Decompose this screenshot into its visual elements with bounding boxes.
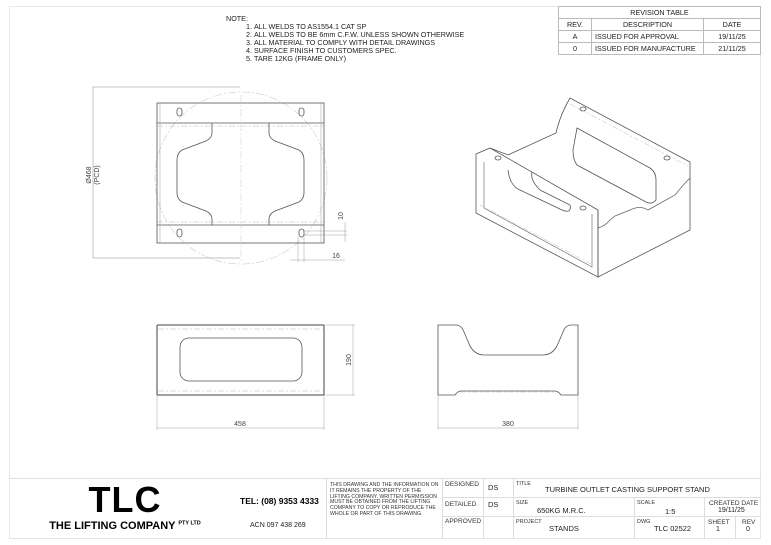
dwg-value: TLC 02522	[654, 524, 692, 533]
dwg-label: DWG	[637, 519, 651, 525]
drawing-frame	[9, 6, 761, 539]
note-item: ALL WELDS TO BE 6mm C.F.W. UNLESS SHOWN …	[254, 31, 464, 39]
project-label: PROJECT	[516, 519, 542, 525]
size-label: SIZE	[516, 500, 529, 506]
pcd-dimension: Ø468	[86, 166, 93, 183]
side-width-dimension: 380	[502, 421, 514, 428]
front-view	[156, 324, 355, 430]
created-date-value: 19/11/25	[718, 507, 745, 514]
revision-row: 0 ISSUED FOR MANUFACTURE 21/11/25	[558, 42, 761, 55]
note-item: SURFACE FINISH TO CUSTOMERS SPEC.	[254, 47, 464, 55]
note-item: ALL MATERIAL TO COMPLY WITH DETAIL DRAWI…	[254, 39, 464, 47]
note-item: ALL WELDS TO AS1554.1 CAT SP	[254, 23, 464, 31]
title-block	[9, 478, 761, 540]
note-item: TARE 12KG (FRAME ONLY)	[254, 55, 464, 63]
front-height-dimension: 190	[346, 354, 353, 366]
isometric-view	[475, 97, 691, 278]
company-logo: TLC THE LIFTING COMPANY PTY LTD	[20, 479, 230, 533]
sheet-label: SHEET	[708, 519, 730, 526]
scale-value: 1:5	[665, 507, 676, 516]
date-cell: 21/11/25	[703, 42, 761, 55]
disclaimer: THIS DRAWING AND THE INFORMATION ON IT R…	[330, 482, 439, 517]
designed-label: DESIGNED	[445, 481, 479, 488]
detailed-label: DETAILED	[445, 501, 477, 508]
project-value: STANDS	[549, 524, 579, 533]
revision-table: REVISION TABLE REV. DESCRIPTION DATE A I…	[558, 6, 761, 55]
title-value: TURBINE OUTLET CASTING SUPPORT STAND	[545, 485, 710, 494]
size-value: 650KG M.R.C.	[537, 506, 586, 515]
designed-value: DS	[488, 483, 499, 492]
side-view	[437, 324, 579, 430]
notes-header: NOTE:	[226, 14, 248, 23]
company-name: THE LIFTING COMPANY PTY LTD	[49, 520, 201, 532]
sheet-value: 1	[716, 526, 720, 533]
approved-label: APPROVED	[445, 518, 482, 525]
pcd-label: (PCD)	[94, 165, 101, 184]
title-label: TITLE	[516, 481, 531, 487]
rev-value: 0	[746, 526, 750, 533]
logo-text: TLC	[88, 479, 162, 520]
drawing-notes: NOTE: ALL WELDS TO AS1554.1 CAT SP ALL W…	[226, 15, 464, 63]
detailed-value: DS	[488, 500, 499, 509]
rev-label: REV	[742, 519, 756, 526]
company-acn: ACN 097 438 269	[250, 522, 306, 529]
created-date-label: CREATED DATE	[709, 500, 759, 507]
slot-offset-dimension: 16	[332, 253, 340, 260]
company-phone: TEL: (08) 9353 4333	[240, 496, 319, 506]
slot-height-dimension: 10	[338, 212, 345, 220]
front-width-dimension: 458	[234, 421, 246, 428]
top-view	[92, 86, 347, 265]
scale-label: SCALE	[637, 500, 656, 506]
